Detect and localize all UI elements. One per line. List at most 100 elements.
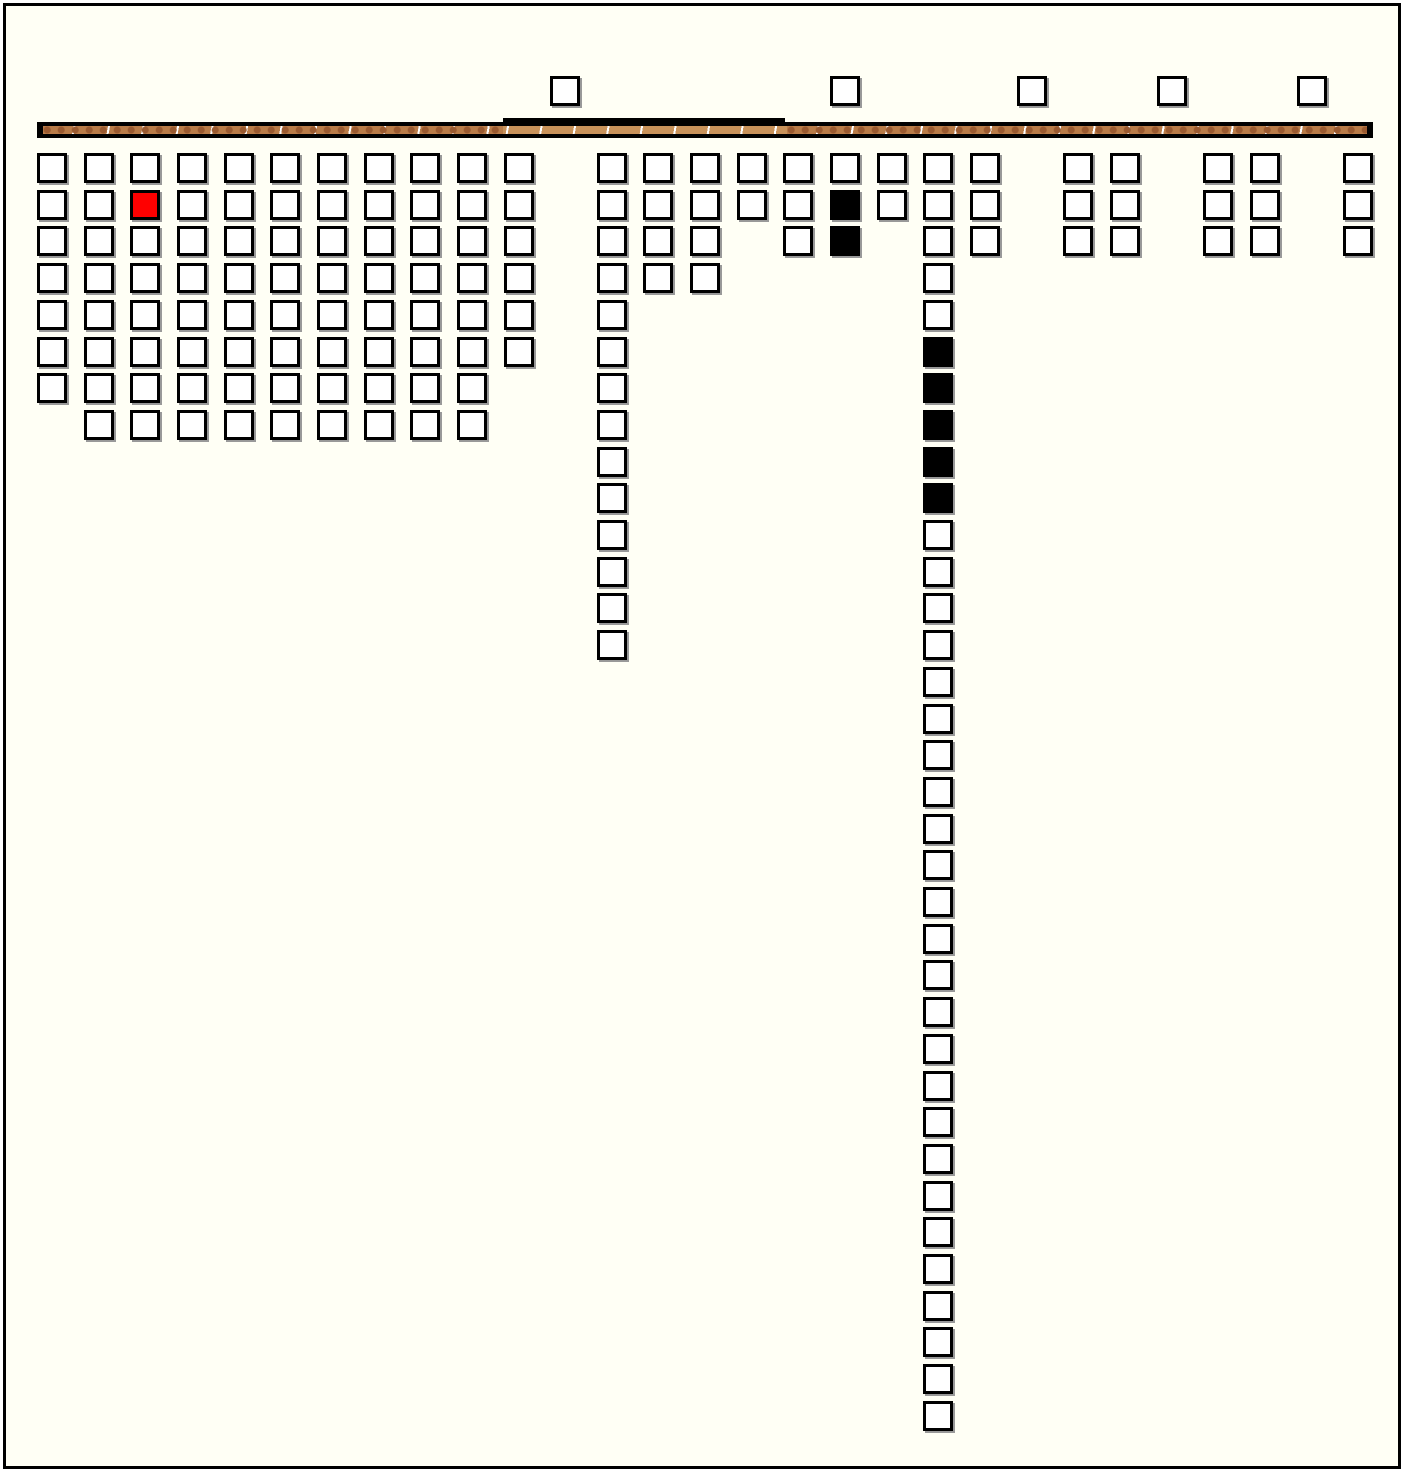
tile-red[interactable] bbox=[130, 190, 160, 220]
tile[interactable] bbox=[923, 667, 953, 697]
tile[interactable] bbox=[37, 300, 67, 330]
tile[interactable] bbox=[597, 557, 627, 587]
tile[interactable] bbox=[597, 153, 627, 183]
tile[interactable] bbox=[317, 153, 347, 183]
tile[interactable] bbox=[410, 373, 440, 403]
tile[interactable] bbox=[923, 924, 953, 954]
tile[interactable] bbox=[364, 190, 394, 220]
tile[interactable] bbox=[504, 153, 534, 183]
tile[interactable] bbox=[84, 153, 114, 183]
tile[interactable] bbox=[270, 410, 300, 440]
tile-black[interactable] bbox=[923, 410, 953, 440]
tile[interactable] bbox=[690, 190, 720, 220]
tile[interactable] bbox=[1343, 153, 1373, 183]
tile[interactable] bbox=[597, 410, 627, 440]
tile[interactable] bbox=[504, 226, 534, 256]
tile[interactable] bbox=[270, 226, 300, 256]
tile[interactable] bbox=[177, 373, 207, 403]
tile[interactable] bbox=[597, 520, 627, 550]
tile[interactable] bbox=[597, 337, 627, 367]
tile[interactable] bbox=[130, 263, 160, 293]
tile[interactable] bbox=[737, 153, 767, 183]
tile[interactable] bbox=[923, 1034, 953, 1064]
tile[interactable] bbox=[270, 373, 300, 403]
top-tile[interactable] bbox=[1157, 76, 1187, 106]
tile[interactable] bbox=[923, 557, 953, 587]
tile[interactable] bbox=[37, 373, 67, 403]
tile[interactable] bbox=[177, 410, 207, 440]
tile[interactable] bbox=[504, 337, 534, 367]
tile-black[interactable] bbox=[923, 447, 953, 477]
tile[interactable] bbox=[130, 337, 160, 367]
tile[interactable] bbox=[457, 263, 487, 293]
tile[interactable] bbox=[1110, 190, 1140, 220]
tile[interactable] bbox=[270, 153, 300, 183]
tile[interactable] bbox=[1063, 153, 1093, 183]
tile[interactable] bbox=[317, 337, 347, 367]
tile[interactable] bbox=[177, 153, 207, 183]
tile[interactable] bbox=[830, 153, 860, 183]
tile[interactable] bbox=[84, 410, 114, 440]
tile[interactable] bbox=[783, 190, 813, 220]
tile[interactable] bbox=[923, 887, 953, 917]
tile[interactable] bbox=[224, 410, 254, 440]
tile[interactable] bbox=[597, 630, 627, 660]
tile[interactable] bbox=[457, 373, 487, 403]
tile[interactable] bbox=[643, 153, 673, 183]
tile[interactable] bbox=[690, 153, 720, 183]
tile[interactable] bbox=[923, 1327, 953, 1357]
tile[interactable] bbox=[597, 373, 627, 403]
tile[interactable] bbox=[1063, 226, 1093, 256]
tile[interactable] bbox=[923, 850, 953, 880]
tile[interactable] bbox=[923, 190, 953, 220]
tile[interactable] bbox=[923, 1254, 953, 1284]
tile[interactable] bbox=[597, 263, 627, 293]
tile[interactable] bbox=[177, 226, 207, 256]
tile[interactable] bbox=[504, 300, 534, 330]
tile[interactable] bbox=[970, 190, 1000, 220]
tile[interactable] bbox=[1063, 190, 1093, 220]
tile[interactable] bbox=[1203, 153, 1233, 183]
tile[interactable] bbox=[923, 300, 953, 330]
tile[interactable] bbox=[457, 226, 487, 256]
tile[interactable] bbox=[783, 226, 813, 256]
tile[interactable] bbox=[317, 300, 347, 330]
tile[interactable] bbox=[84, 263, 114, 293]
top-tile[interactable] bbox=[1017, 76, 1047, 106]
tile[interactable] bbox=[783, 153, 813, 183]
tile-black[interactable] bbox=[923, 373, 953, 403]
tile[interactable] bbox=[37, 153, 67, 183]
tile[interactable] bbox=[504, 190, 534, 220]
tile[interactable] bbox=[597, 593, 627, 623]
tile-black[interactable] bbox=[923, 337, 953, 367]
tile[interactable] bbox=[597, 447, 627, 477]
tile[interactable] bbox=[410, 190, 440, 220]
tile[interactable] bbox=[37, 226, 67, 256]
tile[interactable] bbox=[177, 263, 207, 293]
tile[interactable] bbox=[923, 1144, 953, 1174]
tile[interactable] bbox=[923, 1364, 953, 1394]
tile[interactable] bbox=[130, 153, 160, 183]
tile[interactable] bbox=[923, 740, 953, 770]
tile[interactable] bbox=[410, 300, 440, 330]
tile[interactable] bbox=[317, 190, 347, 220]
tile[interactable] bbox=[317, 373, 347, 403]
tile[interactable] bbox=[270, 300, 300, 330]
tile[interactable] bbox=[270, 263, 300, 293]
tile[interactable] bbox=[177, 190, 207, 220]
tile[interactable] bbox=[410, 337, 440, 367]
tile[interactable] bbox=[597, 300, 627, 330]
tile[interactable] bbox=[410, 226, 440, 256]
tile[interactable] bbox=[923, 777, 953, 807]
tile[interactable] bbox=[923, 1401, 953, 1431]
tile[interactable] bbox=[410, 153, 440, 183]
tile[interactable] bbox=[923, 960, 953, 990]
tile[interactable] bbox=[84, 300, 114, 330]
tile[interactable] bbox=[690, 226, 720, 256]
top-tile[interactable] bbox=[550, 76, 580, 106]
top-tile[interactable] bbox=[1297, 76, 1327, 106]
tile[interactable] bbox=[410, 263, 440, 293]
tile[interactable] bbox=[457, 300, 487, 330]
tile[interactable] bbox=[923, 997, 953, 1027]
top-tile[interactable] bbox=[830, 76, 860, 106]
